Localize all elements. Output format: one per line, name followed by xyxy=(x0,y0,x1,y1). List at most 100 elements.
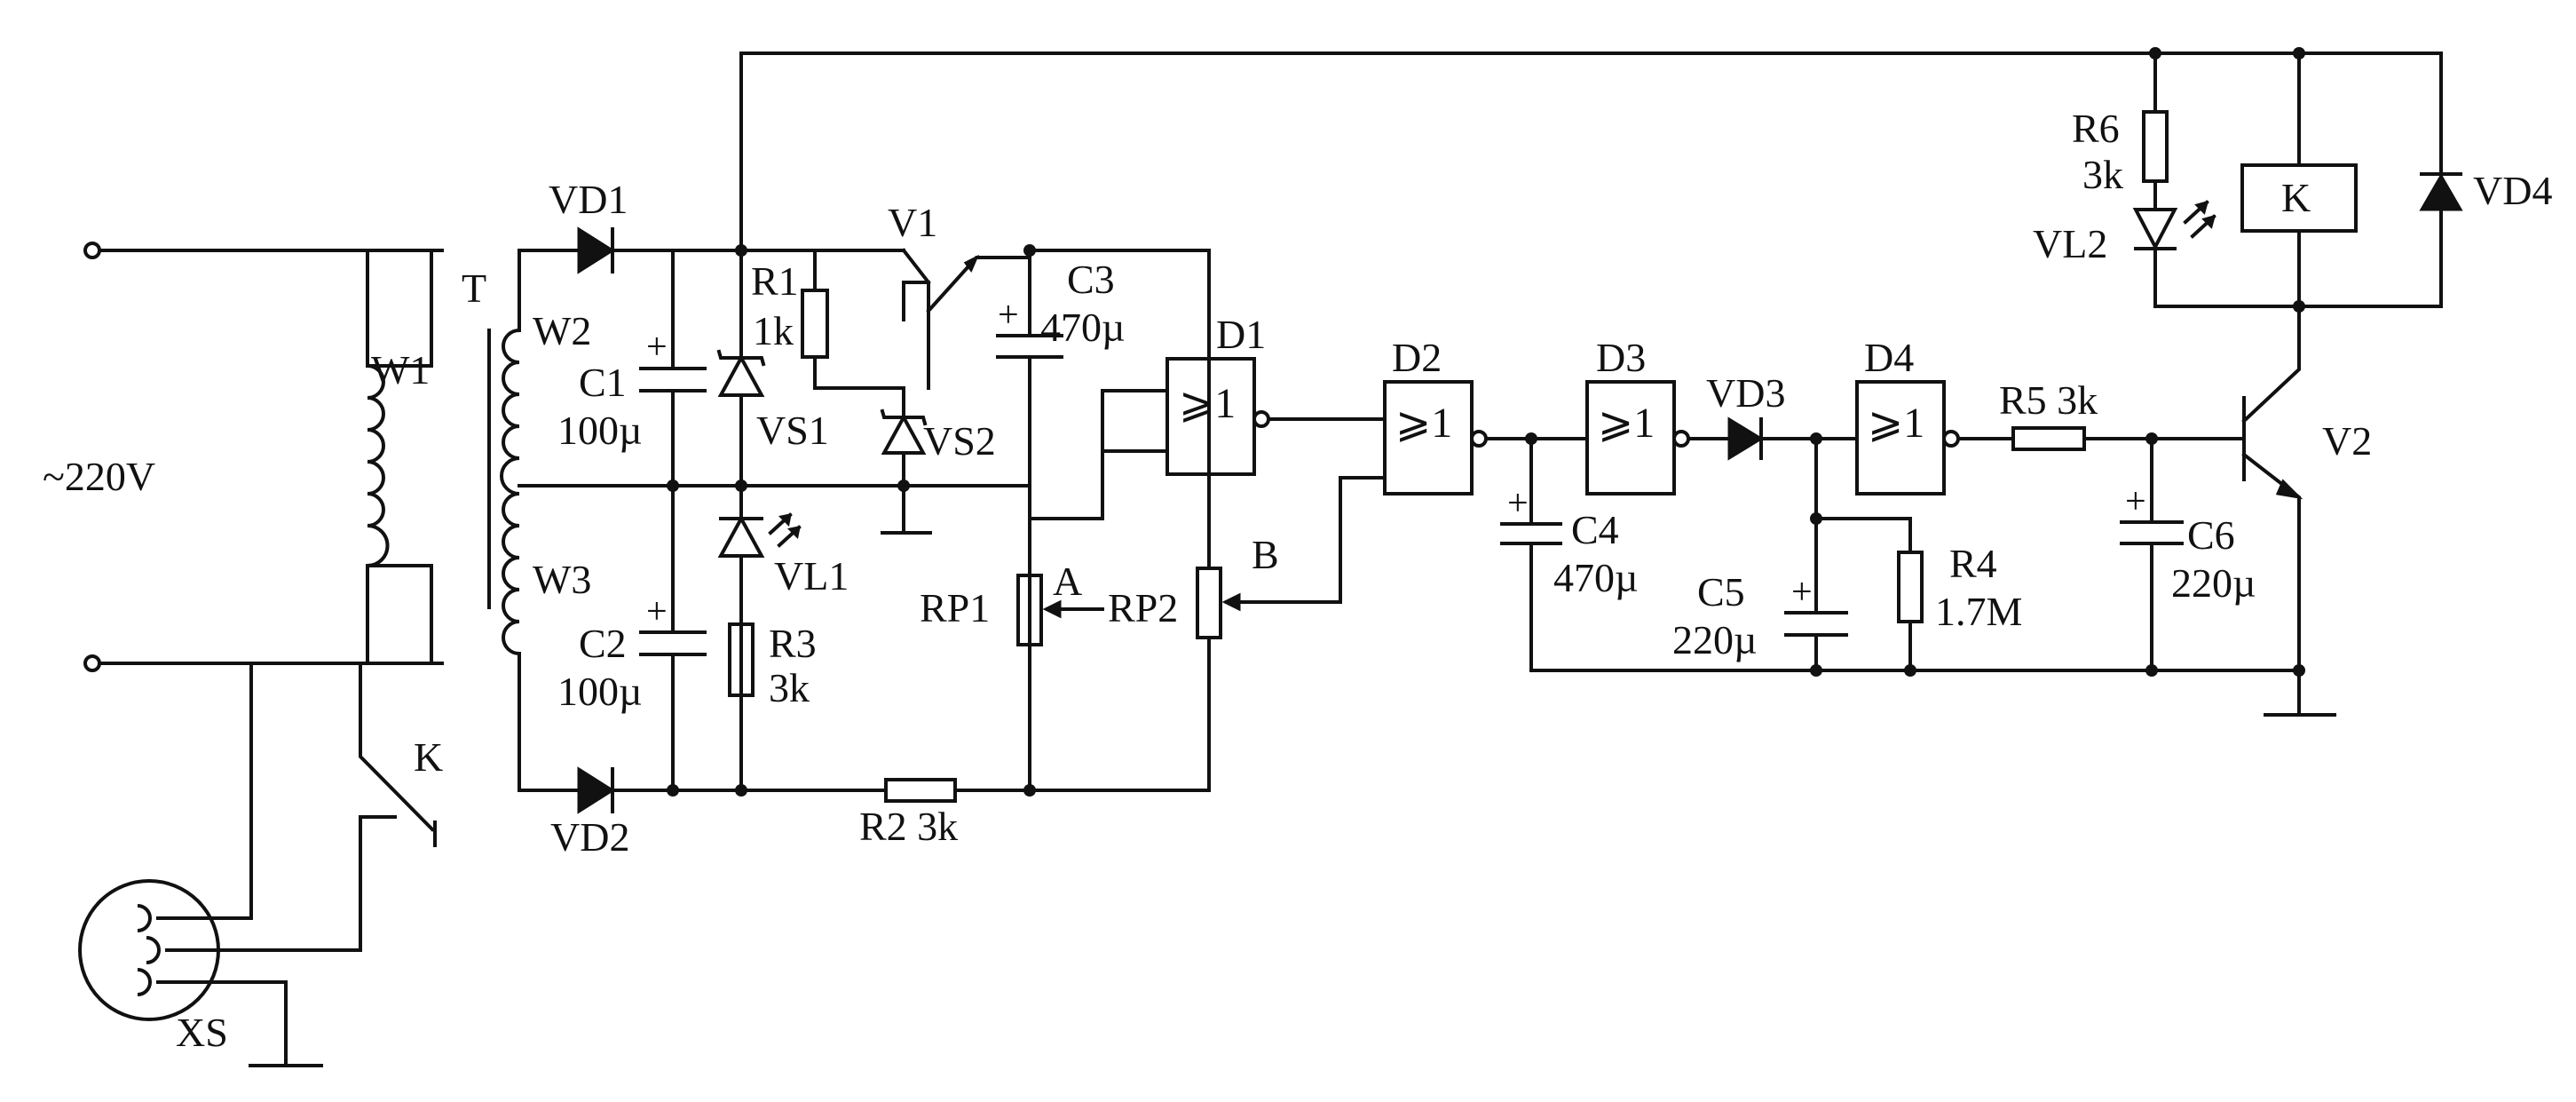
resistor-r2-label: R2 3k xyxy=(859,804,958,849)
diode-vd1-label: VD1 xyxy=(549,177,628,222)
diode-vd2-body xyxy=(577,766,615,814)
capacitor-c5-name: C5 xyxy=(1697,569,1745,614)
resistor-r6-value: 3k xyxy=(2082,152,2123,197)
gate-d1-symbol: ⩾1 xyxy=(1179,380,1236,427)
resistor-r1-value: 1k xyxy=(753,308,794,353)
transformer-label: T xyxy=(462,266,486,311)
resistor-r3-name: R3 xyxy=(769,621,817,666)
resistor-r4-name: R4 xyxy=(1949,541,1997,586)
zener-vs1: VS1 xyxy=(716,249,829,488)
gate-d3: ⩾1 D3 xyxy=(1585,335,1731,496)
potentiometer-rp2: RP2 B xyxy=(1108,476,1387,792)
mains-input: ~220V xyxy=(43,242,444,672)
diode-vd3-body xyxy=(1727,416,1764,461)
transistor-v1-label: V1 xyxy=(888,200,937,245)
svg-text:+: + xyxy=(2125,481,2146,522)
diode-vd4-body xyxy=(2419,173,2463,211)
zener-vs2-label: VS2 xyxy=(923,418,996,464)
potentiometer-rp1: RP1 A xyxy=(920,517,1104,792)
primary-winding-label: W1 xyxy=(371,347,430,392)
svg-text:+: + xyxy=(998,295,1019,336)
capacitor-c2: + C2 100µ xyxy=(557,484,707,792)
potentiometer-rp1-label: RP1 xyxy=(920,585,990,630)
transformer-t: W1 T W2 W3 xyxy=(366,249,591,792)
zener-vs2: VS2 xyxy=(880,386,996,488)
resistor-r6-name: R6 xyxy=(2072,106,2120,151)
gate-d2: ⩾1 D2 xyxy=(1383,335,1589,496)
resistor-r6-body xyxy=(2142,110,2169,183)
potentiometer-rp2-body xyxy=(1196,567,1222,639)
secondary-winding-lower xyxy=(502,492,520,655)
resistor-r5-label: R5 3k xyxy=(1999,377,2098,423)
resistor-r5-body xyxy=(2011,426,2086,451)
diode-vd1: VD1 xyxy=(518,177,743,274)
resistor-r3-body xyxy=(728,622,755,697)
capacitor-c2-value: 100µ xyxy=(557,669,643,714)
zener-vs1-label: VS1 xyxy=(756,408,829,453)
resistor-r1-body xyxy=(801,289,829,359)
capacitor-c4: + C4 470µ xyxy=(1500,432,1639,672)
relay-k: K xyxy=(2240,47,2358,313)
potentiometer-rp1-wiper-label: A xyxy=(1053,559,1082,604)
led-vl1: VL1 xyxy=(717,484,849,792)
resistor-r2-body xyxy=(884,778,957,803)
svg-text:+: + xyxy=(646,591,668,632)
relay-k-label: K xyxy=(2281,175,2311,220)
capacitor-c5: + C5 220µ xyxy=(1672,437,1848,672)
transistor-v2-label: V2 xyxy=(2322,418,2372,464)
transistor-v1: V1 xyxy=(888,200,1031,390)
gate-d4: ⩾1 D4 xyxy=(1855,335,2015,496)
resistor-r6: R6 3k xyxy=(2072,47,2169,211)
diode-vd2: VD2 xyxy=(518,766,889,860)
capacitor-c1-name: C1 xyxy=(579,360,627,405)
diode-vd3-label: VD3 xyxy=(1706,370,1785,416)
capacitor-c6-name: C6 xyxy=(2187,512,2235,558)
secondary-winding-lower-label: W3 xyxy=(533,557,591,602)
capacitor-c6-value: 220µ xyxy=(2171,560,2256,606)
relay-k-coil xyxy=(2240,163,2358,233)
capacitor-c1-value: 100µ xyxy=(557,408,643,453)
resistor-r5: R5 3k xyxy=(1999,377,2246,451)
capacitor-c3-value: 470µ xyxy=(1040,305,1126,350)
rp2-feed xyxy=(1028,249,1211,570)
resistor-r3-value: 3k xyxy=(769,665,810,710)
led-vl1-body xyxy=(717,514,765,558)
capacitor-c3-name: C3 xyxy=(1067,257,1115,302)
gate-d4-symbol: ⩾1 xyxy=(1868,400,1924,447)
gate-d2-symbol: ⩾1 xyxy=(1395,400,1452,447)
potentiometer-rp2-wiper-label: B xyxy=(1252,532,1279,577)
gate-d2-label: D2 xyxy=(1392,335,1442,380)
diode-vd1-body xyxy=(577,226,615,274)
gate-d4-label: D4 xyxy=(1864,335,1914,380)
resistor-r1: R1 1k xyxy=(739,249,905,390)
capacitor-c1: + C1 100µ xyxy=(557,249,707,488)
capacitor-c4-name: C4 xyxy=(1571,507,1619,552)
capacitor-c6: + C6 220µ xyxy=(2120,437,2256,672)
socket-label: XS xyxy=(176,1010,228,1055)
transistor-v2: V2 xyxy=(2241,305,2372,717)
led-vl2-body xyxy=(2132,208,2178,251)
capacitor-c5-value: 220µ xyxy=(1672,617,1758,662)
led-vl1-label: VL1 xyxy=(774,553,849,599)
resistor-r4: R4 1.7M xyxy=(1810,512,2022,672)
socket-xs: XS xyxy=(78,662,397,1067)
gate-d1-label: D1 xyxy=(1216,312,1266,357)
gate-d1: ⩾1 D1 xyxy=(1101,312,1387,520)
mains-terminal-top xyxy=(83,242,101,259)
gate-d3-symbol: ⩾1 xyxy=(1598,400,1655,447)
vs2-ground xyxy=(881,484,932,535)
capacitor-c2-name: C2 xyxy=(579,621,627,666)
diode-vd4-label: VD4 xyxy=(2473,168,2552,213)
mains-voltage-label: ~220V xyxy=(43,454,155,499)
svg-text:+: + xyxy=(1791,572,1813,613)
resistor-r4-body xyxy=(1897,551,1924,623)
diode-vd2-label: VD2 xyxy=(550,814,629,860)
potentiometer-rp2-label: RP2 xyxy=(1108,585,1178,630)
capacitor-c4-value: 470µ xyxy=(1553,555,1639,600)
gate-d3-label: D3 xyxy=(1596,335,1646,380)
resistor-r3: R3 3k xyxy=(728,621,817,710)
resistor-r4-value: 1.7M xyxy=(1935,589,2022,634)
primary-winding xyxy=(367,364,390,567)
centre-rail xyxy=(518,484,1031,520)
